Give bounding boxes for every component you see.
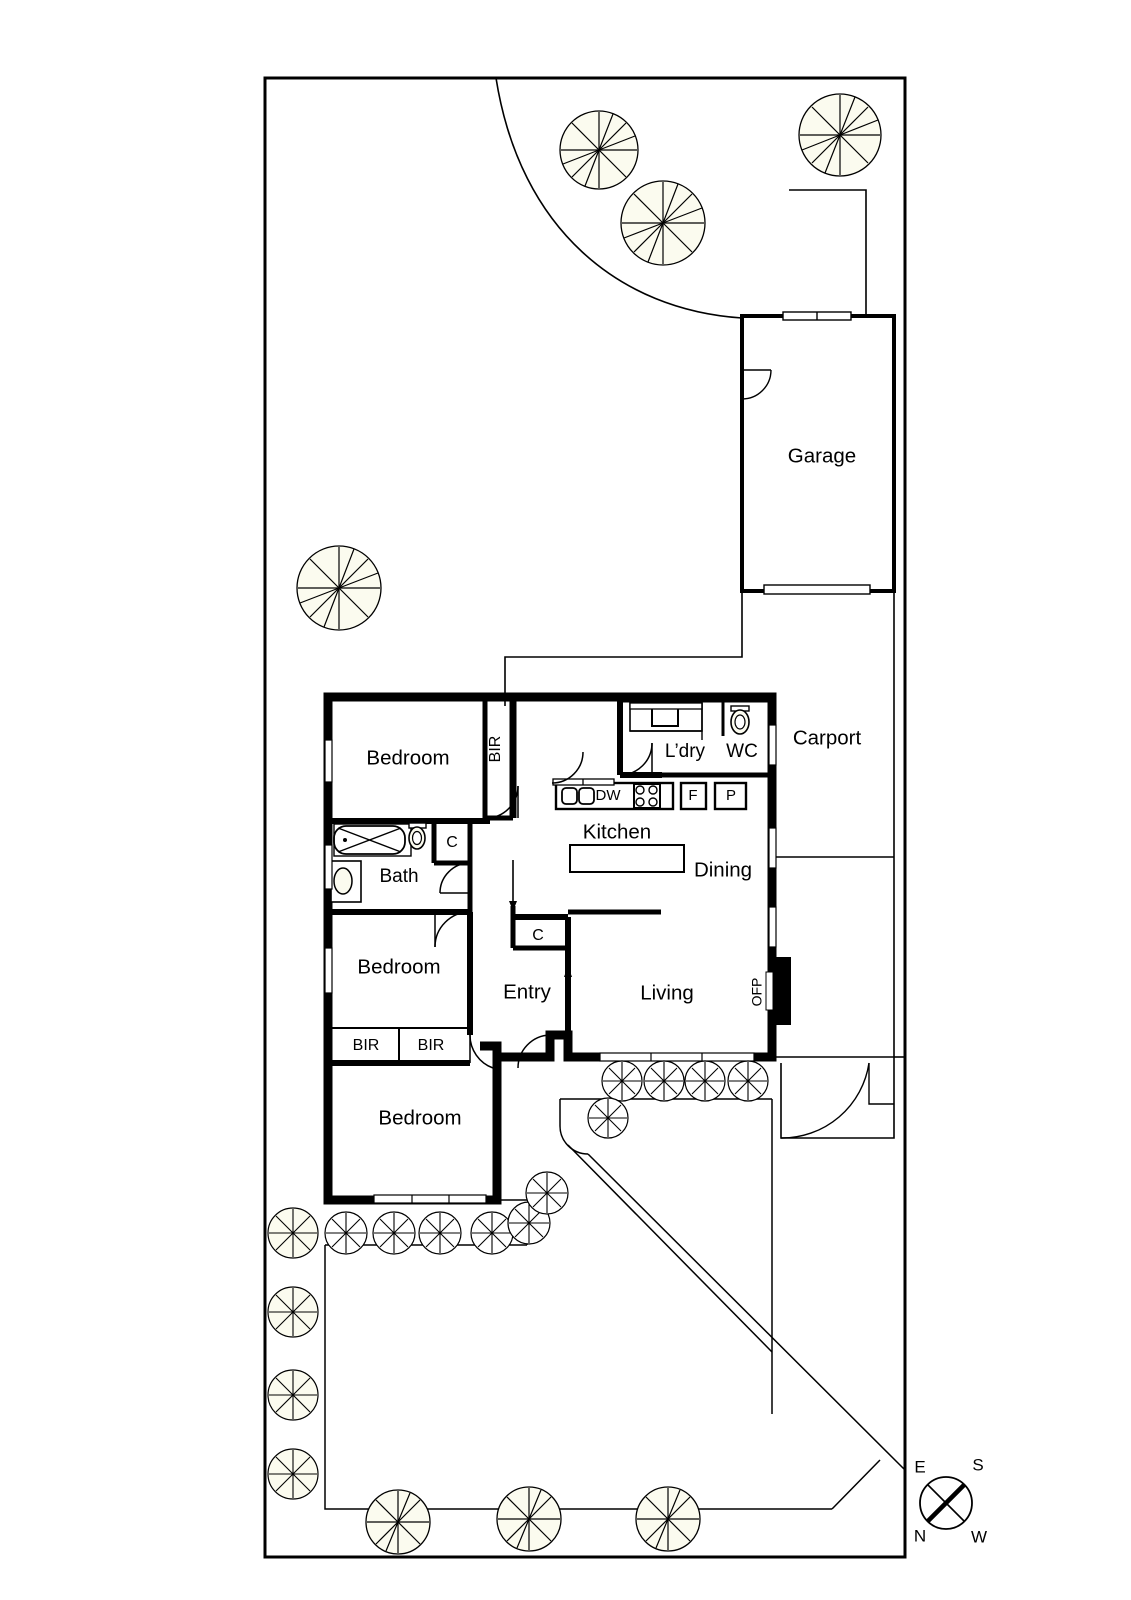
compass-label-w: W [971,1527,987,1546]
cupboard-hall-label: C [446,834,458,851]
room-label-bedroom-3: Bedroom [378,1106,461,1129]
garage-structure: Garage [740,189,896,595]
windows [324,724,777,1204]
room-label-bedroom-2: Bedroom [357,955,440,978]
room-label-kitchen: Kitchen [583,820,651,843]
compass-label-s: S [972,1455,983,1474]
door-swings [434,742,653,1069]
garage-bottom-door [763,584,871,595]
ofp-label: OFP [749,978,765,1007]
site-boundary [263,76,907,1559]
laundry-fixtures: L’dry [629,702,706,762]
open-fireplace: OFP [749,957,791,1025]
wc-fixtures: WC [726,705,758,762]
room-label-bedroom-1: Bedroom [366,746,449,769]
side-gate [780,1056,905,1139]
room-label-living: Living [640,981,694,1004]
compass-label-e: E [914,1457,925,1476]
room-label-carport: Carport [793,726,862,749]
fixture-text-labels: BIR BIR BIR C C [353,736,544,1055]
kitchen-fixtures: DW F P [552,778,748,873]
garage-top-door [782,311,852,321]
bir-bedroom2-right-label: BIR [418,1037,445,1054]
garden-paths [324,1098,906,1510]
interior-walls [328,697,772,1066]
room-label-entry: Entry [503,980,552,1003]
driveway-curve-top [495,77,743,319]
room-label-wc: WC [726,741,758,762]
dishwasher-label: DW [596,787,622,804]
room-label-dining: Dining [694,858,752,881]
cupboard-entry-label: C [532,927,544,944]
fridge-label: F [688,787,697,804]
room-label-bath: Bath [379,866,418,887]
garage-side-door [741,369,772,400]
pantry-label: P [726,787,736,804]
bir-bedroom1-label: BIR [487,736,504,763]
bir-bedroom2-left-label: BIR [353,1037,380,1054]
compass-rose: E S N W [914,1455,987,1546]
room-label-laundry: L’dry [665,741,706,762]
bath-fixtures: Bath [330,822,427,903]
compass-label-n: N [914,1526,926,1545]
trees-large [267,93,882,1555]
room-labels: Bedroom Bedroom Bedroom Kitchen Dining L… [357,746,752,1129]
shrub-rows [324,1060,769,1255]
carport-structure: Carport [504,591,895,1063]
room-label-garage: Garage [788,444,856,467]
